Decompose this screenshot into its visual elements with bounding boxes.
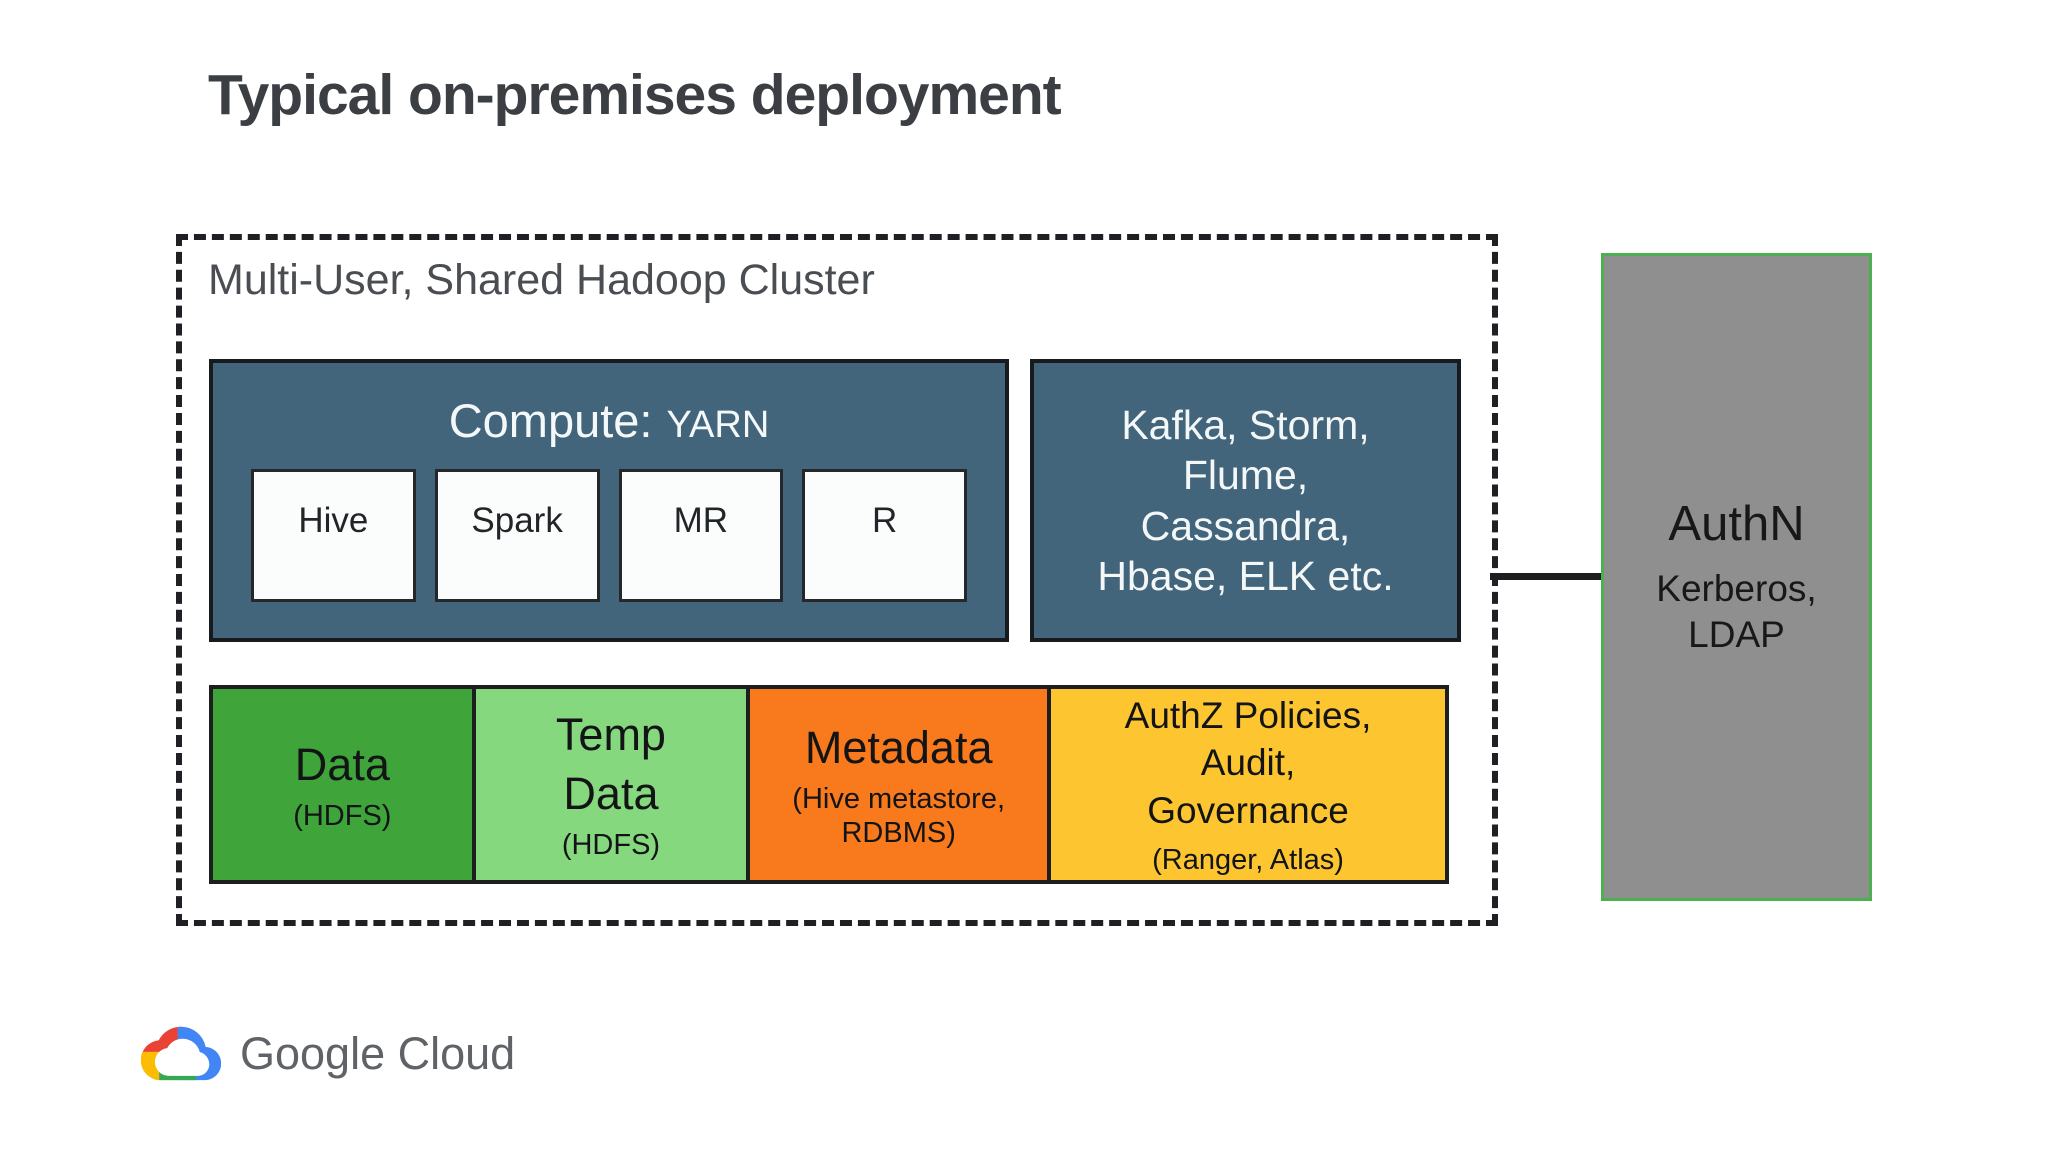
storage-subtitle: (Hive metastore, RDBMS) bbox=[792, 783, 1006, 849]
storage-row: Data (HDFS) Temp Data (HDFS) Metadata (H… bbox=[209, 685, 1461, 884]
storage-title: AuthZ Policies, bbox=[1124, 694, 1372, 736]
storage-cell-temp-data: Temp Data (HDFS) bbox=[471, 685, 751, 884]
storage-cell-data: Data (HDFS) bbox=[209, 685, 476, 884]
compute-box: Compute: YARN Hive Spark MR R bbox=[209, 359, 1009, 642]
engine-box-hive: Hive bbox=[251, 469, 416, 602]
storage-subtitle: (HDFS) bbox=[561, 829, 661, 862]
cluster-label: Multi-User, Shared Hadoop Cluster bbox=[208, 256, 875, 304]
storage-title: Data bbox=[563, 767, 659, 819]
storage-title: Temp bbox=[555, 709, 666, 761]
streaming-line: Hbase, ELK etc. bbox=[1097, 552, 1394, 599]
engine-box-spark: Spark bbox=[434, 469, 600, 602]
google-cloud-logo: Google Cloud bbox=[140, 1020, 515, 1087]
compute-title: Compute: bbox=[448, 394, 653, 447]
storage-subtitle: (Ranger, Atlas) bbox=[1152, 843, 1344, 876]
streaming-line: Kafka, Storm, bbox=[1121, 402, 1370, 449]
storage-title: Audit, bbox=[1200, 742, 1296, 784]
streaming-line: Cassandra, bbox=[1140, 502, 1351, 549]
authn-box: AuthN Kerberos, LDAP bbox=[1601, 253, 1872, 901]
storage-subtitle: (HDFS) bbox=[293, 800, 392, 833]
compute-header: Compute: YARN bbox=[213, 393, 1005, 448]
authn-subtitle-line: Kerberos, bbox=[1656, 567, 1817, 609]
storage-title: Data bbox=[294, 738, 390, 790]
storage-cell-authz: AuthZ Policies, Audit, Governance (Range… bbox=[1047, 685, 1449, 884]
compute-engine-yarn: YARN bbox=[666, 404, 770, 446]
authn-title: AuthN bbox=[1668, 496, 1805, 551]
authn-subtitle-line: LDAP bbox=[1688, 614, 1785, 655]
slide-title: Typical on-premises deployment bbox=[208, 63, 1062, 127]
engines-row: Hive Spark MR R bbox=[251, 469, 967, 602]
engine-box-r: R bbox=[802, 469, 967, 602]
storage-title: Metadata bbox=[804, 721, 993, 773]
storage-title: Governance bbox=[1147, 789, 1349, 831]
connector-line bbox=[1490, 573, 1603, 580]
hadoop-cluster-container: Multi-User, Shared Hadoop Cluster Comput… bbox=[176, 234, 1498, 926]
streaming-line: Flume, bbox=[1182, 452, 1309, 499]
streaming-box: Kafka, Storm, Flume, Cassandra, Hbase, E… bbox=[1030, 359, 1461, 642]
google-cloud-icon bbox=[140, 1026, 222, 1081]
engine-box-mr: MR bbox=[618, 469, 784, 602]
google-cloud-wordmark: Google Cloud bbox=[240, 1027, 516, 1079]
storage-cell-metadata: Metadata (Hive metastore, RDBMS) bbox=[746, 685, 1052, 884]
